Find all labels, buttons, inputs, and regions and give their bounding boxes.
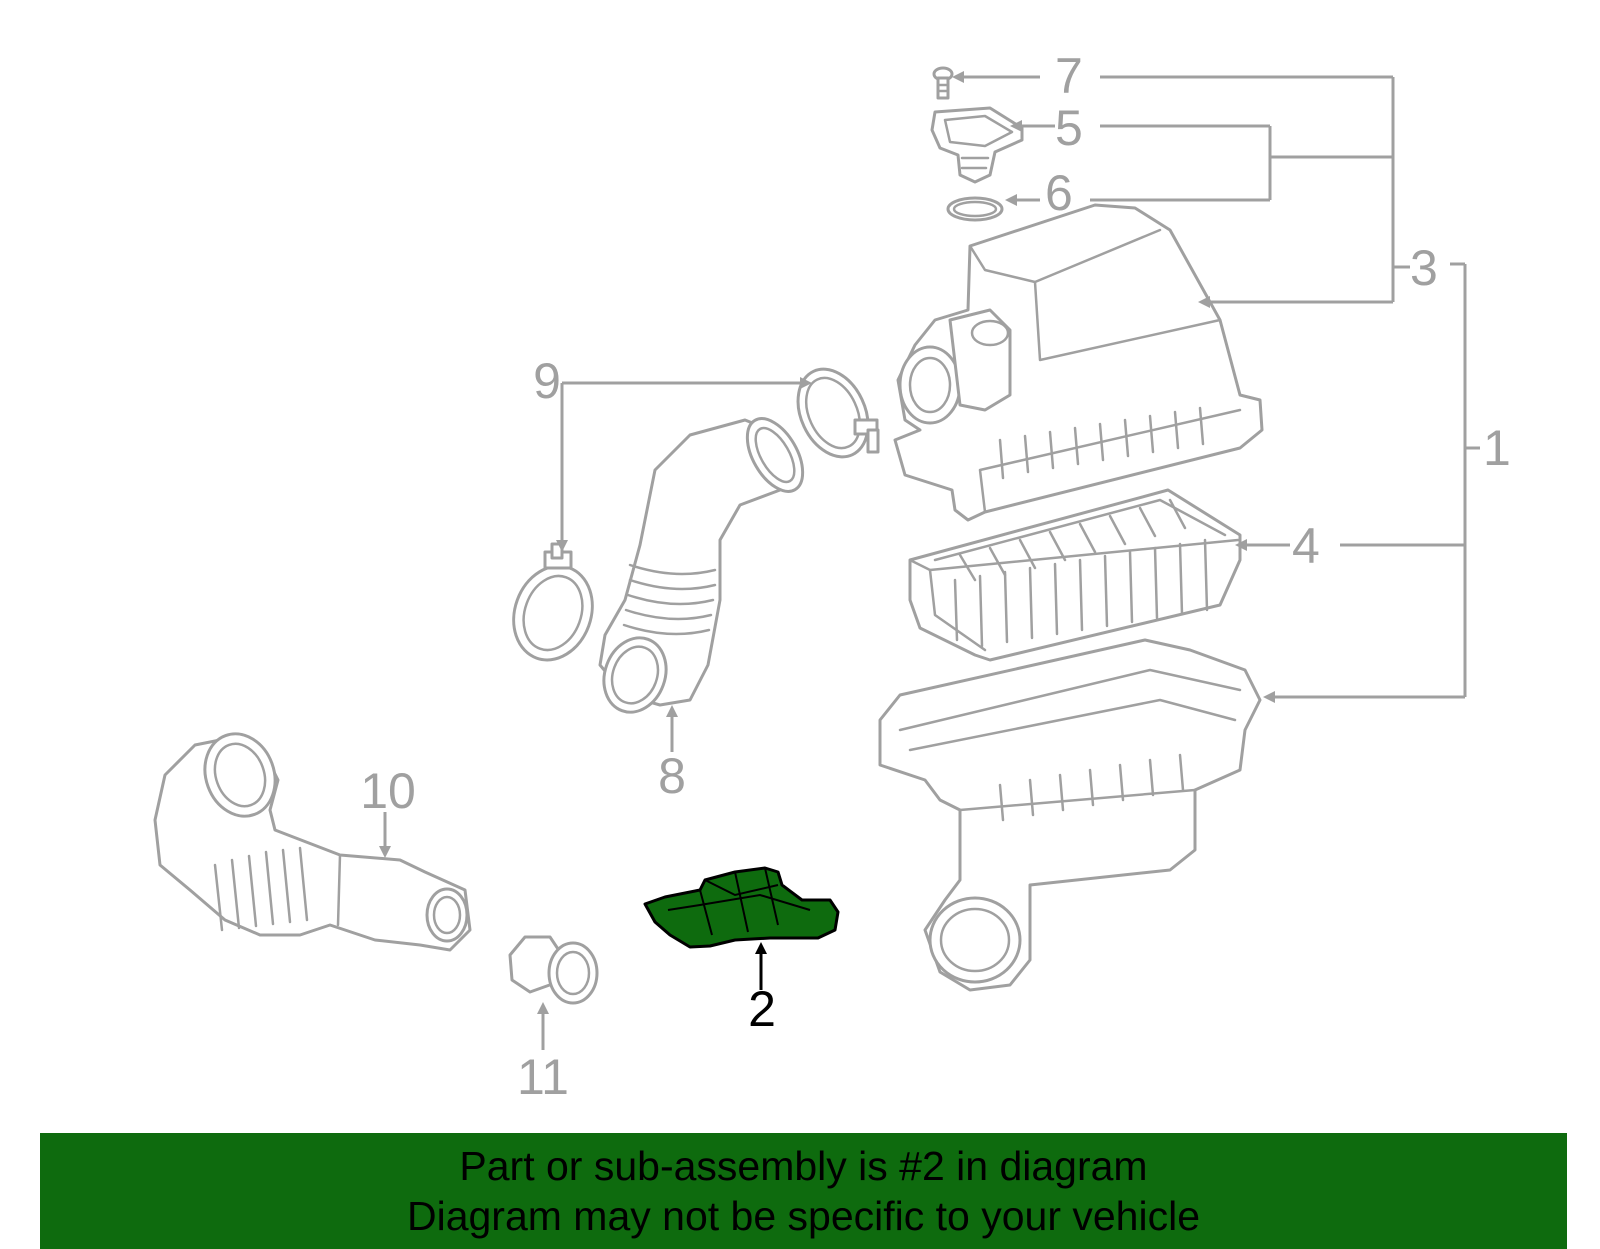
grommet-part-11[interactable] — [508, 935, 599, 1005]
banner-line-part-info: Part or sub-assembly is #2 in diagram — [459, 1143, 1148, 1189]
clamp-upper-part-9[interactable] — [785, 358, 882, 468]
sensor-part-5[interactable] — [930, 106, 1024, 184]
bracket-part-2-highlighted[interactable] — [643, 866, 840, 949]
clamp-lower-part-9[interactable] — [501, 542, 605, 671]
callout-5: 5 — [1055, 100, 1083, 156]
banner-line-disclaimer: Diagram may not be specific to your vehi… — [406, 1193, 1200, 1239]
callout-10: 10 — [360, 763, 416, 819]
leader-line-2 — [755, 942, 767, 990]
callout-4: 4 — [1292, 518, 1320, 574]
callout-2-highlighted: 2 — [748, 981, 776, 1037]
callout-9: 9 — [533, 353, 561, 409]
lower-case-part-1[interactable] — [878, 638, 1262, 992]
callout-3: 3 — [1410, 240, 1438, 296]
callout-7: 7 — [1055, 48, 1083, 104]
filter-element-part-4[interactable] — [908, 488, 1242, 662]
leader-lines — [379, 71, 1480, 1050]
intake-hose-part-8[interactable] — [594, 409, 814, 721]
inlet-duct-part-10[interactable] — [153, 724, 472, 952]
o-ring-part-6[interactable] — [946, 196, 1004, 222]
info-banner: Part or sub-assembly is #2 in diagram Di… — [40, 1133, 1567, 1249]
upper-case-part-3[interactable] — [893, 203, 1264, 522]
screw-part-7[interactable] — [932, 66, 954, 100]
callout-1: 1 — [1483, 420, 1511, 476]
callout-6: 6 — [1045, 165, 1073, 221]
callout-8: 8 — [658, 748, 686, 804]
callout-11: 11 — [517, 1049, 569, 1105]
